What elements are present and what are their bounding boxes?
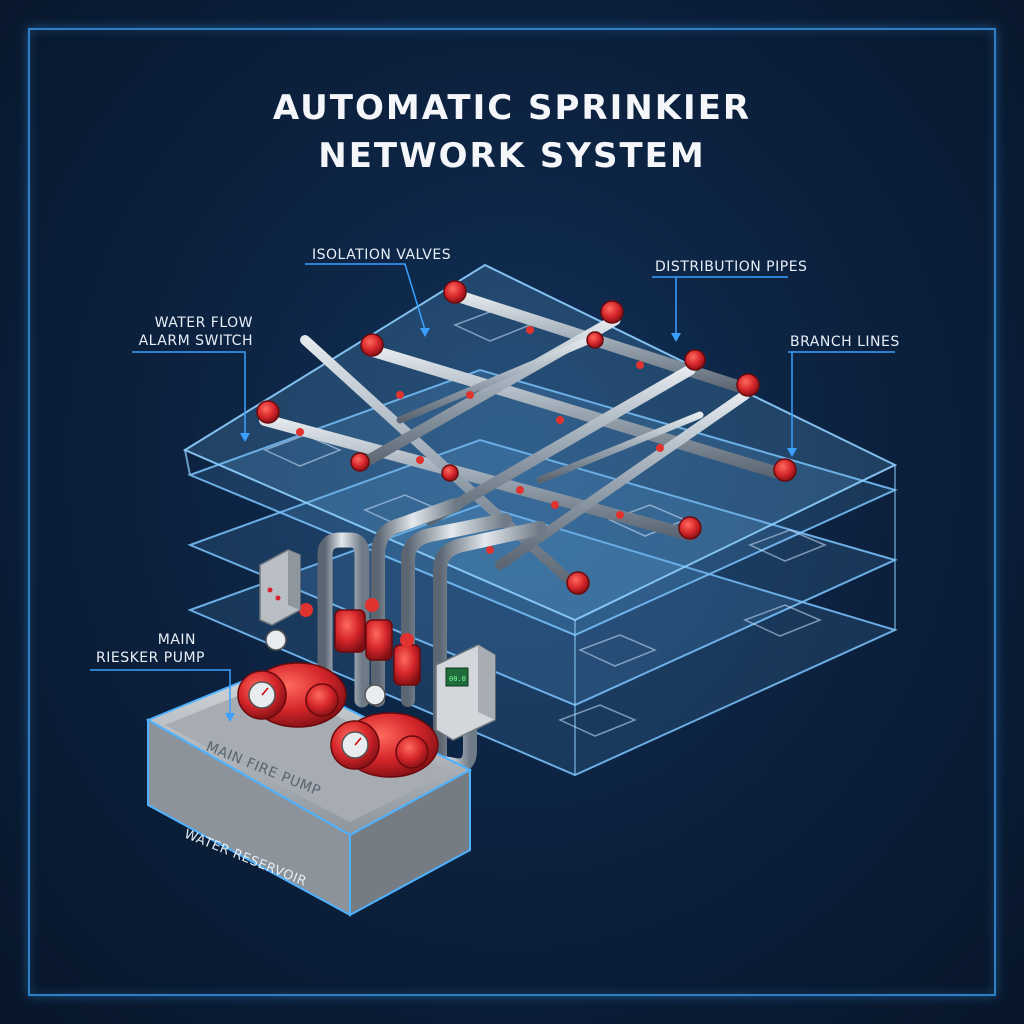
main-riser-pump [237, 629, 347, 728]
riser-valves [299, 598, 421, 686]
label-water-flow-line-2: ALARM SWITCH [138, 333, 253, 349]
valve-4 [600, 300, 624, 324]
riser-4 [433, 521, 547, 787]
callout-line-water-flow [132, 351, 246, 435]
branch-pipe-1 [396, 336, 594, 424]
callout-line-riser-pump [90, 669, 231, 715]
riser-2 [371, 498, 462, 707]
callout-line-isolation-valves [305, 263, 426, 331]
sprinkler-heads [296, 326, 664, 554]
callout-line-distribution-pipes [652, 276, 788, 335]
diagram-title: AUTOMATIC SPRINKIER NETWORK SYSTEM [0, 84, 1024, 180]
main-pipe-2 [364, 344, 791, 481]
label-distribution-pipes: DISTRIBUTION PIPES [655, 259, 808, 275]
label-water-flow-alarm-switch: WATER FLOW ALARM SWITCH [135, 314, 253, 350]
valves [256, 280, 797, 595]
alarm-control-panel [259, 549, 301, 626]
valve-5 [684, 349, 706, 371]
label-main-riser-pump: MAIN RIESKER PUMP [96, 631, 206, 667]
valve-3 [443, 280, 467, 304]
diagram-frame [28, 28, 996, 996]
valve-6 [736, 373, 760, 397]
main-pipe-4 [300, 335, 585, 595]
riser-3 [401, 513, 512, 707]
valve-10 [350, 452, 370, 472]
label-isolation-valves: ISOLATION VALVES [312, 247, 452, 263]
pump-control-panel: 00.0 [435, 644, 496, 741]
label-water-flow-line-1: WATER FLOW [154, 315, 253, 331]
water-reservoir [145, 668, 473, 917]
riser-1 [317, 532, 370, 708]
office-desks [263, 309, 827, 737]
svg-text:00.0: 00.0 [449, 675, 466, 683]
valve-9 [566, 571, 590, 595]
title-line-1: AUTOMATIC SPRINKIER [272, 88, 752, 128]
main-fire-pump [330, 684, 439, 778]
valve-7 [773, 458, 797, 482]
valve-8 [678, 516, 702, 540]
label-branch-lines: BRANCH LINES [790, 334, 900, 350]
valve-11 [441, 464, 459, 482]
label-main-riser-line-2: RIESKER PUMP [96, 650, 206, 666]
callout-line-branch-lines [788, 351, 895, 450]
valve-2 [360, 333, 384, 357]
title-line-2: NETWORK SYSTEM [318, 136, 706, 176]
callout-lines [90, 263, 895, 722]
cross-pipe-3 [495, 390, 750, 570]
valve-12 [586, 331, 604, 349]
valve-1 [256, 400, 280, 424]
label-main-riser-line-1: MAIN [157, 632, 196, 648]
branch-pipe-2 [536, 411, 704, 484]
cross-pipe-2 [424, 364, 696, 526]
